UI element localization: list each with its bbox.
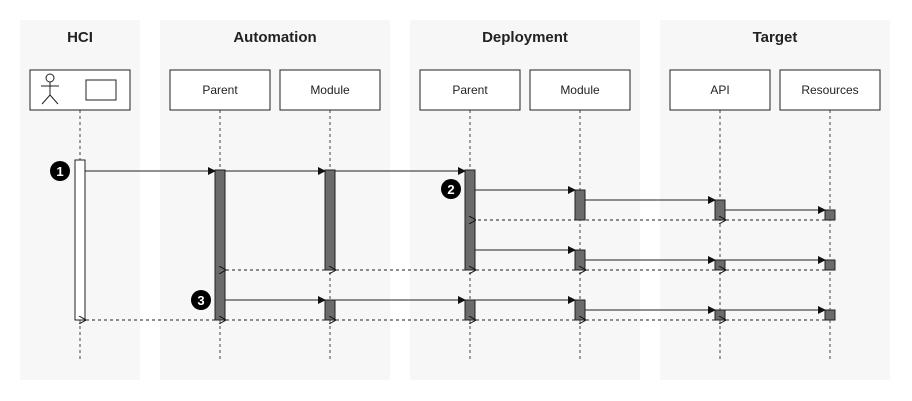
step-marker-1-label: 1 <box>56 164 63 179</box>
activation-target-api-3 <box>714 309 726 321</box>
participant-deployment-module-label: Module <box>560 83 600 97</box>
step-marker-2-label: 2 <box>447 182 454 197</box>
participant-deployment-module-box <box>529 69 631 111</box>
activation-target-resources-2 <box>824 259 836 271</box>
participant-target-api: API <box>669 69 771 111</box>
step-marker-3-circle <box>191 290 211 310</box>
participant-target-resources-label: Resources <box>801 83 858 97</box>
participant-target-resources-box <box>779 69 881 111</box>
participant-automation-parent-label: Parent <box>202 83 238 97</box>
participant-target-api-label: API <box>710 83 729 97</box>
participant-deployment-module: Module <box>529 69 631 111</box>
lane-deployment-title: Deployment <box>482 29 568 46</box>
activation-target-api-1 <box>714 199 726 221</box>
participant-automation-module-box <box>279 69 381 111</box>
participant-automation-parent: Parent <box>169 69 271 111</box>
activation-deployment-parent-2 <box>464 299 476 321</box>
activation-deployment-module-3 <box>574 299 586 321</box>
participant-target-api-box <box>669 69 771 111</box>
participant-target-resources: Resources <box>779 69 881 111</box>
participant-automation-module-label: Module <box>310 83 350 97</box>
participant-deployment-parent: Parent <box>419 69 521 111</box>
activation-target-api-2 <box>714 259 726 271</box>
activation-automation-module-2 <box>324 299 336 321</box>
step-marker-1: 1 <box>50 161 70 181</box>
screen-icon <box>85 79 117 101</box>
participant-deployment-parent-label: Parent <box>452 83 488 97</box>
step-marker-2-circle <box>441 179 461 199</box>
activation-automation-module-1 <box>324 169 336 271</box>
lane-target-title: Target <box>753 29 798 46</box>
lane-hci-title: HCI <box>67 29 93 46</box>
actor-icon <box>41 73 59 105</box>
activation-hci <box>74 159 86 321</box>
activation-target-resources-3 <box>824 309 836 321</box>
step-marker-1-circle <box>50 161 70 181</box>
activation-target-resources-1 <box>824 209 836 221</box>
participant-deployment-parent-box <box>419 69 521 111</box>
step-marker-2: 2 <box>441 179 461 199</box>
activation-deployment-module-2 <box>574 249 586 271</box>
participant-hci <box>29 69 131 111</box>
activation-deployment-module-1 <box>574 189 586 221</box>
activation-deployment-parent-1 <box>464 169 476 271</box>
participant-automation-module: Module <box>279 69 381 111</box>
participant-automation-parent-box <box>169 69 271 111</box>
step-marker-3: 3 <box>191 290 211 310</box>
step-marker-3-label: 3 <box>197 293 204 308</box>
activation-automation-parent <box>214 169 226 321</box>
lane-automation-title: Automation <box>233 29 316 46</box>
